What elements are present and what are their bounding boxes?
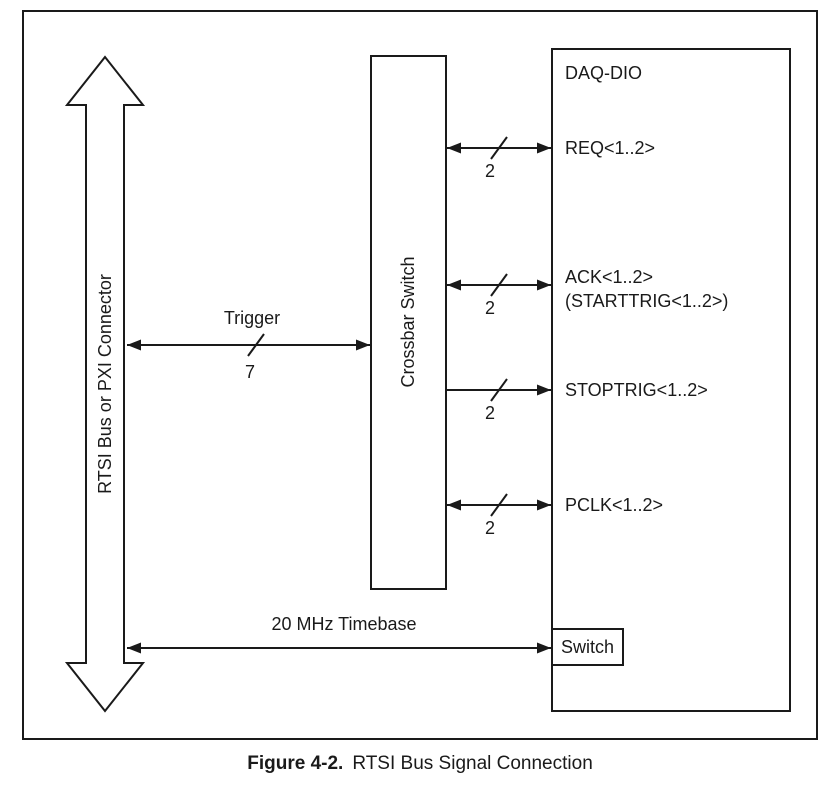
figure-caption: Figure 4-2. RTSI Bus Signal Connection [0, 752, 840, 776]
signal-label-pclk: PCLK<1..2> [565, 495, 664, 515]
bus-width-req: 2 [484, 161, 496, 181]
signal-label-stoptrig: STOPTRIG<1..2> [565, 380, 708, 400]
daq-dio-box [551, 48, 791, 712]
figure-number: Figure 4-2. [247, 753, 344, 774]
switch-label: Switch [560, 636, 614, 657]
switch-box: Switch [551, 628, 624, 666]
bus-width-ack: 2 [484, 298, 496, 318]
trigger-width: 7 [244, 362, 256, 382]
figure-title: RTSI Bus Signal Connection [352, 753, 593, 774]
daq-dio-title: DAQ-DIO [565, 63, 643, 83]
timebase-label: 20 MHz Timebase [271, 614, 417, 634]
signal-label-ack: ACK<1..2> [565, 267, 654, 287]
crossbar-switch-label: Crossbar Switch [398, 256, 418, 388]
signal-label-ack-alt: (STARTTRIG<1..2>) [565, 291, 729, 311]
trigger-label: Trigger [223, 308, 281, 328]
bus-width-stoptrig: 2 [484, 403, 496, 423]
rtsi-bus-label: RTSI Bus or PXI Connector [95, 274, 115, 494]
bus-width-pclk: 2 [484, 518, 496, 538]
crossbar-switch-box [370, 55, 447, 590]
signal-label-req: REQ<1..2> [565, 138, 656, 158]
